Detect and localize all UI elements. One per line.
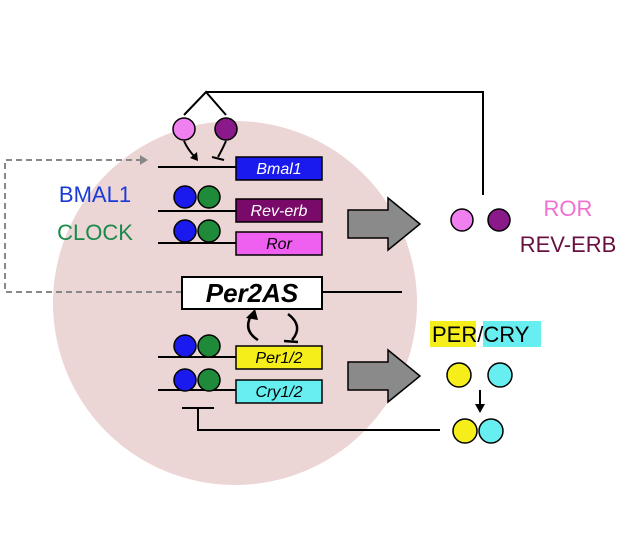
reverb-label: REV-ERB	[520, 232, 617, 257]
clock-protein-cry	[197, 368, 221, 392]
clock-protein-reverb	[197, 185, 221, 209]
bmal1-protein-ror	[173, 219, 197, 243]
clock-protein-ror	[197, 219, 221, 243]
per-gene-label: Per1/2	[255, 350, 302, 367]
cry-protein-complex	[478, 418, 504, 444]
cry-label-highlight	[483, 321, 541, 347]
reverb-protein-product	[487, 208, 511, 232]
dashed-arrowhead	[140, 155, 148, 165]
per2as-dashed-feedback-line	[4, 159, 182, 293]
slash-label: /	[477, 322, 484, 347]
cry-gene-label: Cry1/2	[255, 384, 302, 401]
reverb-protein	[214, 117, 238, 141]
per2as-to-per-repression	[287, 313, 299, 341]
feedback-split-line	[183, 90, 227, 116]
per-gene-box	[235, 345, 323, 370]
bmal1-label: BMAL1	[59, 182, 131, 207]
per-to-per2as-arrowhead	[246, 309, 258, 320]
ror-reverb-feedback-line	[206, 91, 484, 195]
clock-label: CLOCK	[57, 220, 133, 245]
per2as-box	[181, 276, 323, 310]
per-cry-label: PER/CRY	[432, 322, 530, 347]
reverb-gene-box	[235, 198, 323, 223]
per-label: PER	[432, 322, 477, 347]
cry-gene-box	[235, 379, 323, 404]
repression-bar	[211, 156, 225, 161]
bmal1-protein-reverb	[173, 185, 197, 209]
cry-protein	[487, 362, 513, 388]
cry-label: CRY	[483, 322, 529, 347]
bmal1-protein-cry	[173, 368, 197, 392]
ror-label: ROR	[544, 196, 593, 221]
bmal1-gene-label: Bmal1	[256, 161, 301, 178]
repression-line	[217, 140, 227, 158]
per-protein	[446, 362, 472, 388]
per-cry-feedback-line	[197, 408, 440, 431]
bmal1-gene-box	[235, 156, 323, 181]
translation-arrow-ror-reverb	[347, 196, 422, 252]
bmal1-protein-per	[173, 334, 197, 358]
ror-protein	[172, 117, 196, 141]
activation-arrowhead	[190, 152, 198, 161]
translation-arrow-per-cry	[347, 348, 422, 404]
per-label-highlight	[430, 321, 476, 347]
clock-protein-per	[197, 334, 221, 358]
ror-gene-label: Ror	[266, 236, 292, 253]
reverb-gene-label: Rev-erb	[251, 203, 308, 220]
complex-formation-arrowhead	[475, 404, 485, 413]
per2as-label: Per2AS	[206, 278, 299, 308]
per2as-to-per-repression-bar	[283, 339, 299, 344]
ror-protein-product	[450, 208, 474, 232]
per-protein-complex	[452, 418, 478, 444]
ror-gene-box	[235, 231, 323, 256]
